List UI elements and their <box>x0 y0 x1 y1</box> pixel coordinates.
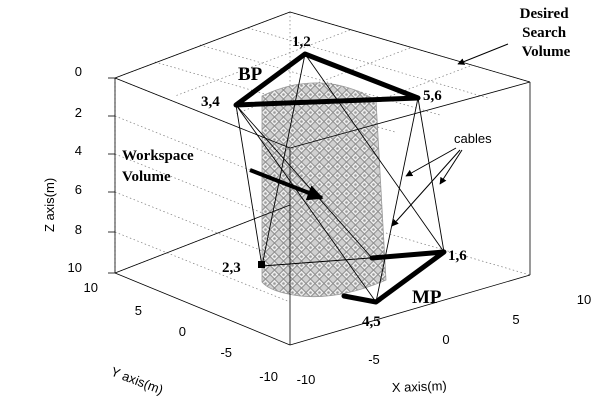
svg-text:10: 10 <box>68 260 82 275</box>
svg-text:0: 0 <box>179 324 186 339</box>
bp-label: BP <box>238 64 263 85</box>
search-volume-arrow <box>457 43 509 65</box>
svg-text:10: 10 <box>577 292 591 307</box>
svg-text:5: 5 <box>135 303 142 318</box>
cables-label: cables <box>454 131 492 146</box>
svg-text:5: 5 <box>512 312 519 327</box>
workspace-volume-label: Workspace Volume <box>122 148 197 185</box>
y-axis-ticks: 10 5 0 -5 -10 <box>84 280 278 384</box>
svg-text:-5: -5 <box>368 352 380 367</box>
moving-platform-mp <box>341 249 447 305</box>
svg-text:-5: -5 <box>220 345 232 360</box>
cables-arrow-2 <box>391 149 461 227</box>
search-volume-box <box>114 11 531 346</box>
svg-text:8: 8 <box>75 222 82 237</box>
node-label-2-3: 2,3 <box>222 260 241 276</box>
x-axis-ticks: -10 -5 0 5 10 <box>297 292 592 387</box>
workspace-volume-shape <box>261 82 387 298</box>
node-label-4-5: 4,5 <box>362 314 381 330</box>
svg-text:10: 10 <box>84 280 98 295</box>
svg-text:2: 2 <box>75 105 82 120</box>
svg-text:-10: -10 <box>297 372 316 387</box>
workspace-arrow <box>249 168 324 201</box>
y-axis-label: Y axis(m) <box>109 364 165 396</box>
z-axis-ticks: 0 2 4 6 8 10 <box>68 64 115 275</box>
cables <box>235 53 445 303</box>
desired-search-volume-label: Desired Search Volume <box>520 6 573 60</box>
z-axis-label: Z axis(m) <box>42 178 57 232</box>
base-platform-bp <box>233 51 421 108</box>
svg-text:4: 4 <box>75 143 82 158</box>
node-label-1-2: 1,2 <box>292 34 311 50</box>
node-label-1-6: 1,6 <box>448 248 467 264</box>
node-label-5-6: 5,6 <box>423 88 442 104</box>
svg-text:0: 0 <box>75 64 82 79</box>
svg-text:0: 0 <box>442 332 449 347</box>
x-axis-label: X axis(m) <box>392 378 447 395</box>
mp-label: MP <box>412 287 442 308</box>
svg-text:6: 6 <box>75 182 82 197</box>
svg-text:-10: -10 <box>259 369 278 384</box>
cables-arrow-1 <box>405 147 457 177</box>
node-marker-2-3 <box>258 261 265 268</box>
node-label-3-4: 3,4 <box>201 94 220 110</box>
cables-arrow-3 <box>439 149 463 185</box>
